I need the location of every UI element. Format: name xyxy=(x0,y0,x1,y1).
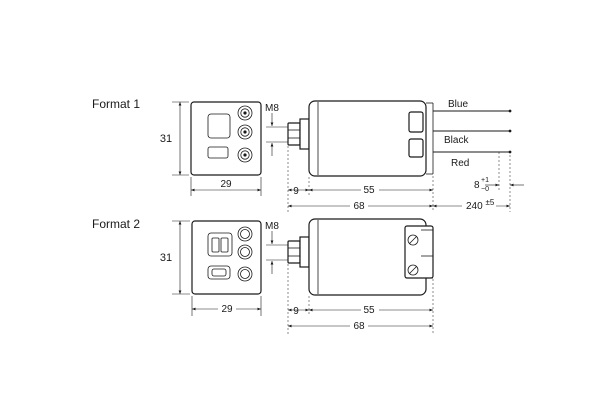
format1-terminal-cover-top xyxy=(408,111,424,133)
format2-title: Format 2 xyxy=(92,217,140,231)
format1-side-view: M8 Blue Black xyxy=(265,99,524,212)
format1-terminal-top xyxy=(237,105,253,121)
format2-terminal-block xyxy=(404,225,434,279)
format1-front-view: 31 29 xyxy=(160,101,262,196)
format2-cap-label: 9 xyxy=(293,306,299,317)
format2-body-label: 55 xyxy=(363,305,375,316)
format1-width-label: 29 xyxy=(220,179,232,190)
format1-body xyxy=(308,100,427,177)
format1-label-red: Red xyxy=(451,158,469,169)
format2-terminal-bottom xyxy=(237,266,253,282)
format1-label-blue: Blue xyxy=(448,99,468,110)
format2-switch-block xyxy=(207,232,233,257)
format1-nut xyxy=(287,122,301,146)
format2-front-view: 31 29 xyxy=(160,220,262,316)
format2-cap xyxy=(299,236,310,268)
format1-total-label: 68 xyxy=(353,201,365,212)
format1-strip-tol-plus: +1 xyxy=(481,177,489,184)
format1-cap-label: 9 xyxy=(293,186,299,197)
format1-front-face xyxy=(190,101,262,176)
format1-height-label: 31 xyxy=(160,133,172,145)
format2-thread-label: M8 xyxy=(265,221,279,232)
format1-cap xyxy=(299,118,310,150)
format1-body-label: 55 xyxy=(363,185,375,196)
format1-window-small xyxy=(207,146,229,159)
format2-front-face xyxy=(191,220,262,295)
format2-group: Format 2 31 29 xyxy=(92,217,434,334)
format1-terminal-cover-bottom xyxy=(408,138,424,158)
format1-title: Format 1 xyxy=(92,97,140,111)
format2-window xyxy=(207,265,231,280)
format2-height-label: 31 xyxy=(160,252,172,264)
format1-lead-tolerance: ±5 xyxy=(485,198,494,207)
format1-lead-label: 240 xyxy=(466,201,483,212)
format1-strip-tol-minus: −0 xyxy=(481,186,489,193)
format1-group: Format 1 31 29 xyxy=(92,97,524,212)
svg-text:240 ±5: 240 ±5 xyxy=(466,198,495,212)
format1-thread-label: M8 xyxy=(265,103,279,114)
format2-terminal-mid xyxy=(237,244,253,260)
format2-side-view: M8 xyxy=(265,218,434,334)
format2-switch-left xyxy=(211,237,220,253)
format2-screw-top xyxy=(407,234,419,246)
format1-label-black: Black xyxy=(444,135,469,146)
format2-terminal-top xyxy=(237,226,253,242)
format1-strip-label: 8 xyxy=(474,180,480,191)
format1-terminal-bottom xyxy=(237,147,253,163)
format2-screw-bottom xyxy=(407,264,419,276)
format1-window-large xyxy=(207,113,231,139)
format2-switch-right xyxy=(220,237,229,253)
format2-nut xyxy=(287,240,301,264)
format1-terminal-mid xyxy=(237,124,253,140)
format2-width-label: 29 xyxy=(221,304,233,315)
format2-total-label: 68 xyxy=(353,321,365,332)
